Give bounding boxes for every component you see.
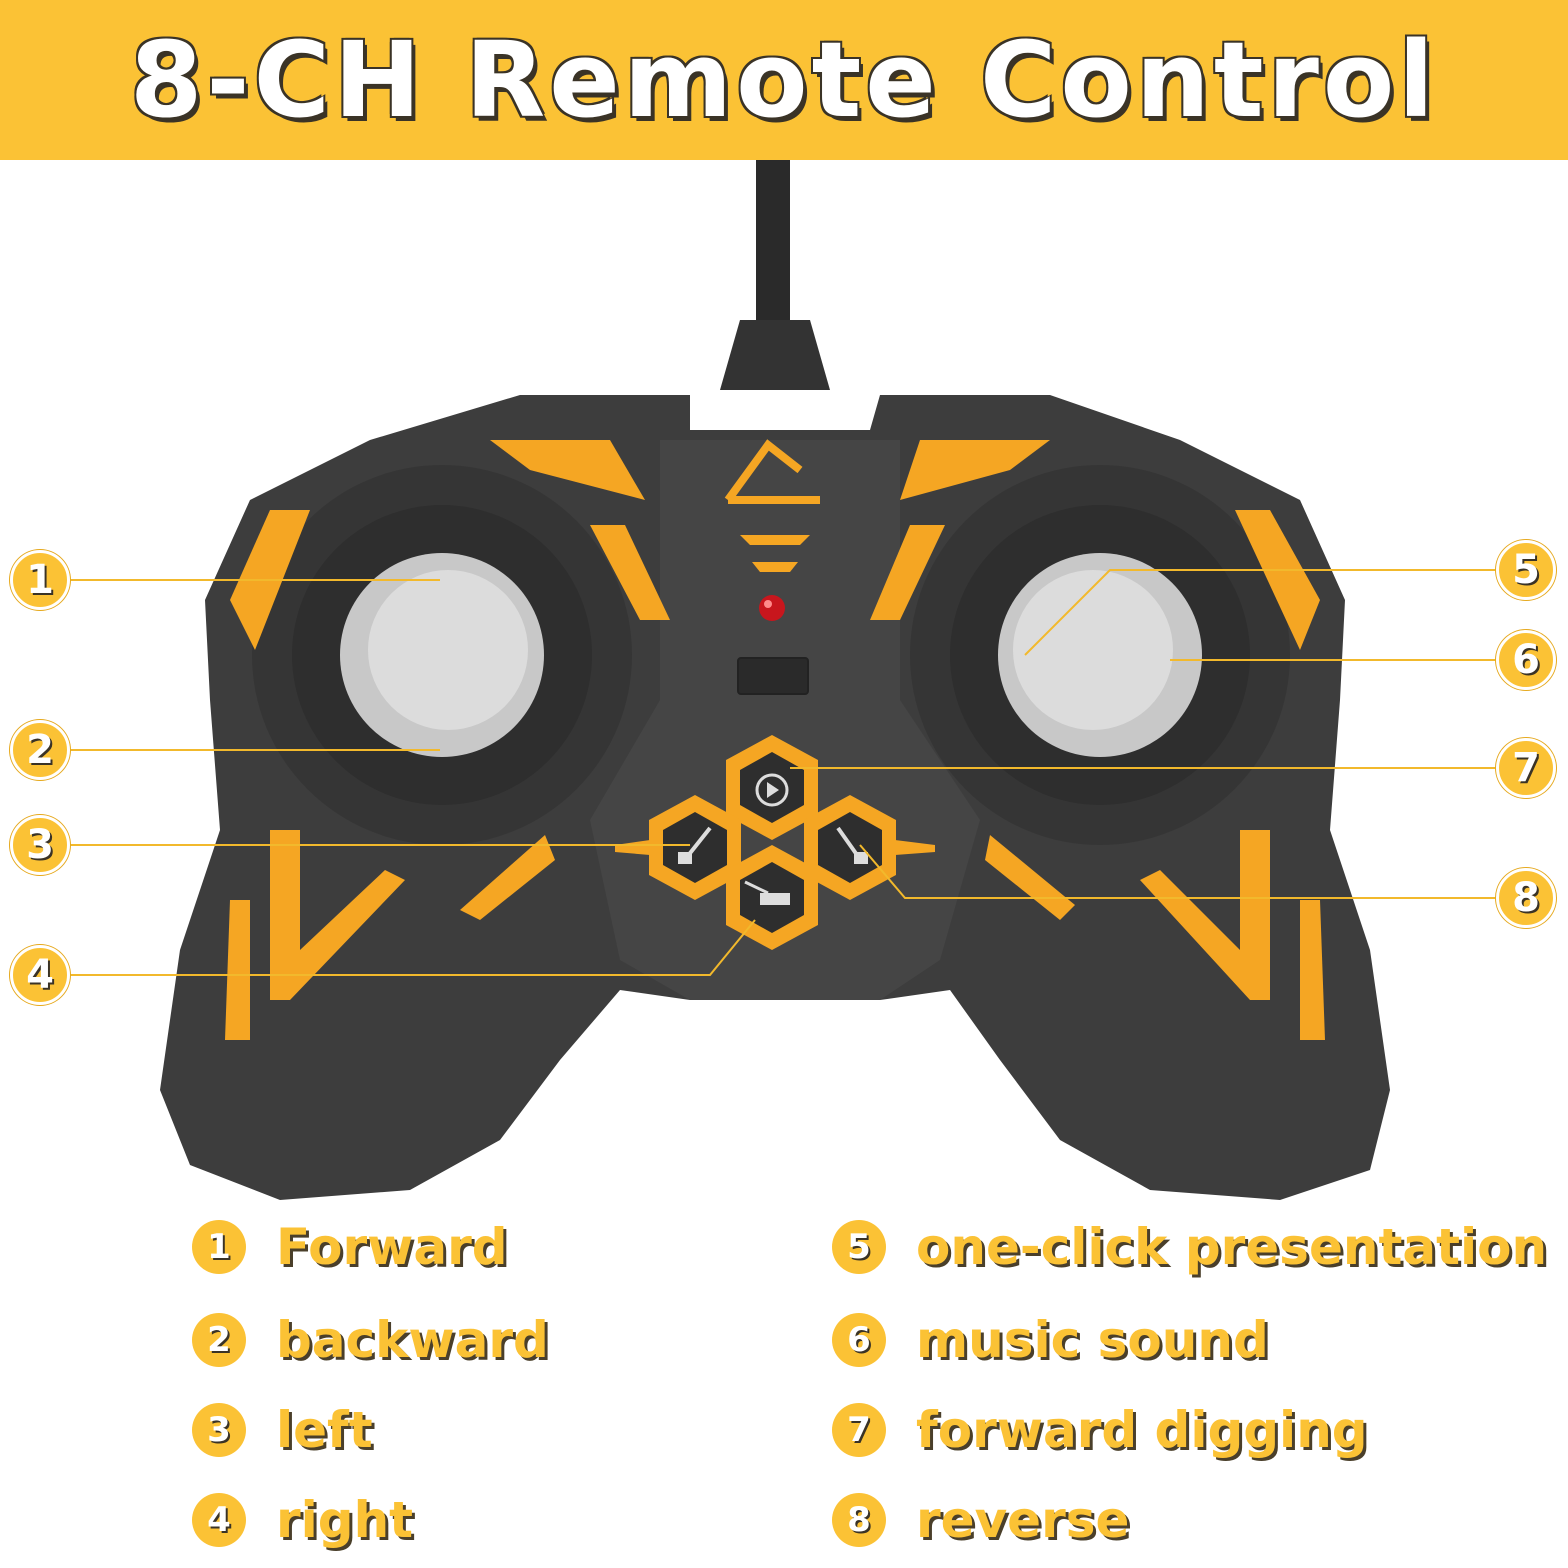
antenna-cable: [756, 160, 790, 330]
right-joystick: [998, 553, 1202, 757]
callout-7: 7: [1496, 738, 1556, 798]
hex-button-reverse: [804, 795, 896, 900]
power-indicator-light: [759, 595, 785, 621]
orange-accents: [225, 440, 1325, 1040]
callout-8: 8: [1496, 868, 1556, 928]
callout-5: 5: [1496, 540, 1556, 600]
hex-button-forward-digging: [649, 795, 741, 900]
brand-logo-mark: [724, 439, 820, 504]
hex-button-presentation: [726, 735, 818, 840]
callout-3: 3: [10, 815, 70, 875]
antenna-base: [720, 320, 830, 390]
callout-4: 4: [10, 945, 70, 1005]
power-switch: [737, 657, 809, 695]
callout-6: 6: [1496, 630, 1556, 690]
callout-2: 2: [10, 720, 70, 780]
callout-1: 1: [10, 550, 70, 610]
page-title: 8-CH Remote Control: [130, 19, 1438, 141]
title-banner: 8-CH Remote Control: [0, 0, 1568, 160]
left-joystick: [340, 553, 544, 757]
hex-button-music: [726, 845, 818, 950]
callout-leader-lines: [70, 569, 1500, 976]
